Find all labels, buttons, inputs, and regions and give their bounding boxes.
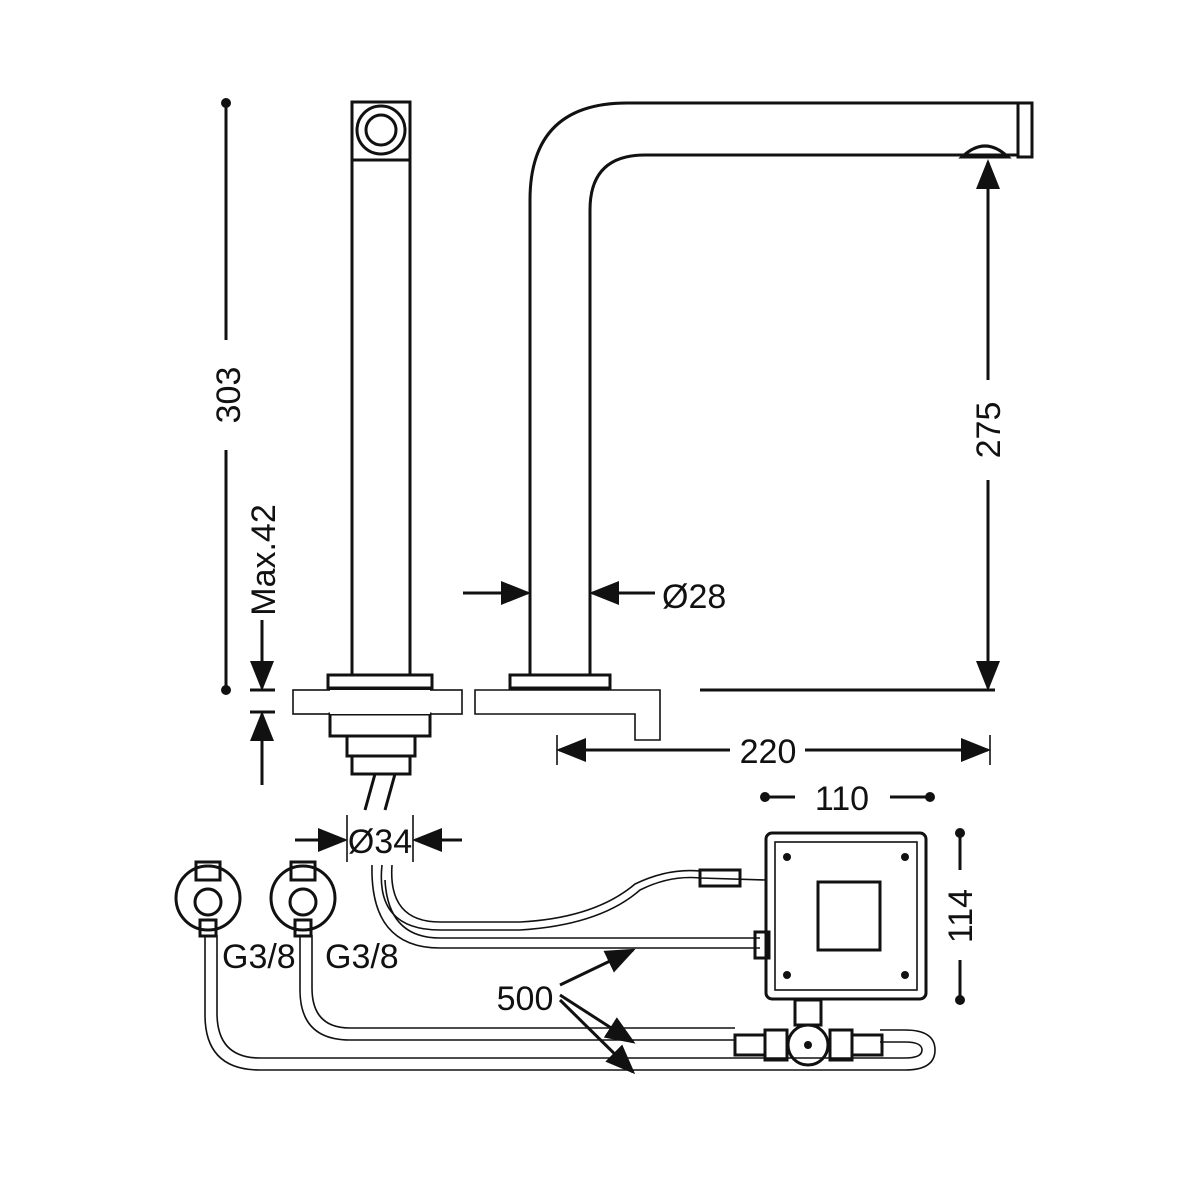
- dimension-114: 114: [942, 828, 980, 1005]
- stop-valve-left: [174, 860, 242, 938]
- sensor-cable: [380, 864, 767, 931]
- dimension-diameter-34: Ø34: [295, 815, 462, 862]
- label-diameter-28: Ø28: [662, 578, 726, 616]
- stop-valve-right: [269, 860, 337, 938]
- label-110: 110: [815, 780, 869, 818]
- inlet-hoses: [204, 935, 936, 1071]
- label-max-42: Max.42: [245, 504, 283, 616]
- label-diameter-34: Ø34: [348, 823, 412, 861]
- dimension-500: 500: [497, 948, 636, 1075]
- dimension-220: 220: [556, 733, 991, 771]
- label-275: 275: [970, 402, 1008, 459]
- dimension-110: 110: [760, 780, 935, 818]
- label-303: 303: [210, 367, 248, 424]
- dimension-max-42: Max.42: [245, 504, 283, 785]
- label-500: 500: [497, 980, 554, 1018]
- faucet-front-view: [508, 101, 1034, 690]
- dimension-303: 303: [210, 98, 248, 695]
- label-114: 114: [942, 889, 980, 943]
- label-thread-right: G3/8: [325, 938, 399, 976]
- label-thread-left: G3/8: [222, 938, 296, 976]
- mixing-valve: [733, 998, 884, 1067]
- dimension-275: 275: [700, 159, 1008, 692]
- label-220: 220: [740, 733, 797, 771]
- countertop-section: [292, 689, 661, 741]
- dimension-diameter-28: Ø28: [463, 578, 726, 616]
- outlet-hose: [371, 864, 771, 960]
- control-box: [764, 831, 928, 1001]
